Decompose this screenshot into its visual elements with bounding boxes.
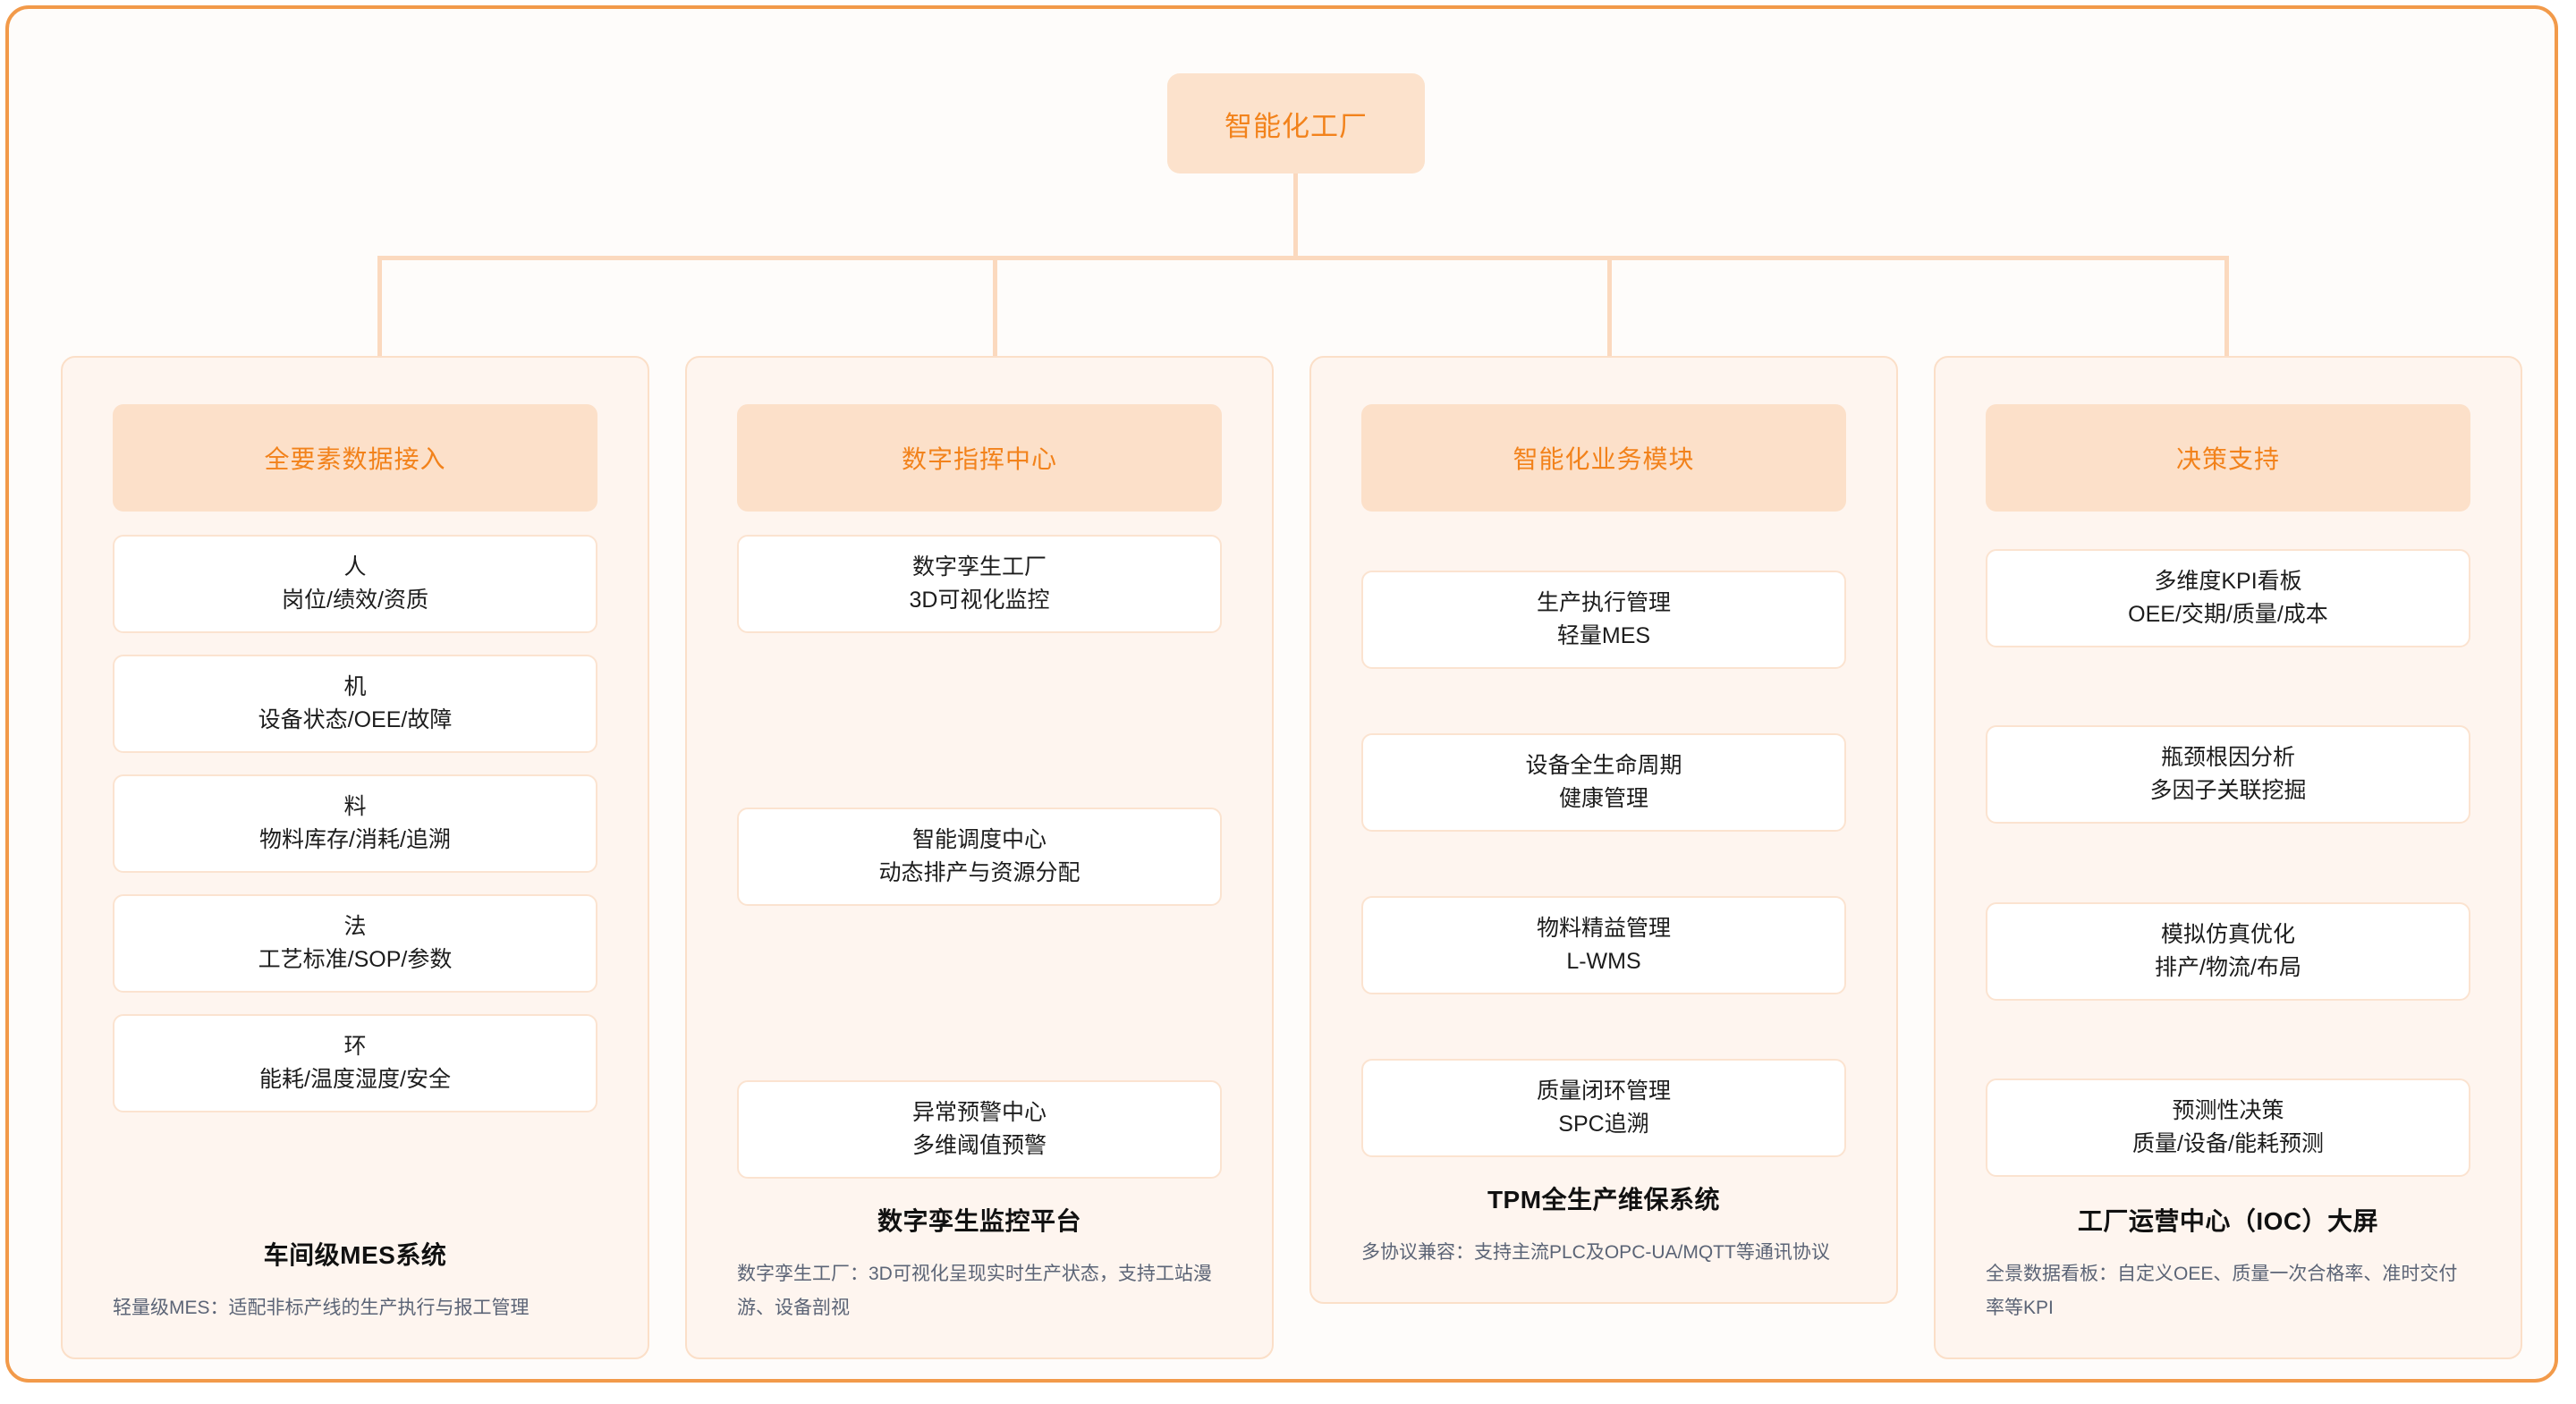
item-line-secondary: 设备状态/OEE/故障 [258,707,453,732]
item-card[interactable]: 预测性决策 质量/设备/能耗预测 [1986,1078,2470,1177]
item-line-primary: 环 [343,1034,367,1059]
column-footer-title: 车间级MES系统 [263,1241,447,1269]
item-line-secondary: 物料库存/消耗/追溯 [259,827,451,852]
item-line-secondary: 质量/设备/能耗预测 [2132,1130,2324,1156]
item-line-secondary: 3D可视化监控 [909,588,1050,613]
columns-container: 全要素数据接入 人 岗位/绩效/资质 机 设备状态/OEE/故障 料 物料库存/… [9,356,2555,1366]
item-card[interactable]: 法 工艺标准/SOP/参数 [113,894,597,993]
item-card[interactable]: 瓶颈根因分析 多因子关联挖掘 [1986,725,2470,825]
item-line-secondary: OEE/交期/质量/成本 [2128,602,2328,627]
connector-horizontal-bus [377,256,2229,260]
column-footer-2: TPM全生产维保系统 多协议兼容：支持主流PLC及OPC-UA/MQTT等通讯协… [1361,1164,1846,1302]
item-line-primary: 多维度KPI看板 [2154,569,2302,594]
diagram-frame: 智能化工厂 全要素数据接入 人 岗位/绩效/资质 机 设备状态/OEE/故障 [5,5,2558,1383]
column-digital-command-center: 数字指挥中心 数字孪生工厂 3D可视化监控 智能调度中心 动态排产与资源分配 异… [685,356,1274,1359]
connector-drop-2 [993,258,997,358]
item-line-primary: 预测性决策 [2172,1097,2284,1123]
item-line-secondary: 工艺标准/SOP/参数 [258,947,453,972]
connector-root-stem [1293,173,1298,258]
item-line-secondary: 排产/物流/布局 [2155,954,2301,980]
item-line-secondary: 健康管理 [1558,786,1648,811]
column-header-label-2: 智能化业务模块 [1513,445,1695,473]
item-line-primary: 智能调度中心 [911,827,1046,852]
item-line-primary: 人 [343,554,367,579]
column-footer-0: 车间级MES系统 轻量级MES：适配非标产线的生产执行与报工管理 [113,1220,597,1357]
item-line-secondary: 能耗/温度湿度/安全 [259,1067,451,1092]
item-card[interactable]: 生产执行管理 轻量MES [1361,571,1846,669]
column-header-label-1: 数字指挥中心 [901,445,1057,473]
column-header-label-3: 决策支持 [2175,445,2280,473]
item-line-primary: 数字孪生工厂 [911,554,1046,579]
column-footer-desc: 全景数据看板：自定义OEE、质量一次合格率、准时交付率等KPI [1986,1264,2458,1318]
column-footer-desc: 数字孪生工厂：3D可视化呈现实时生产状态，支持工站漫游、设备剖视 [737,1264,1212,1318]
column-intelligent-business-modules: 智能化业务模块 生产执行管理 轻量MES 设备全生命周期 健康管理 物料精益管理… [1309,356,1898,1304]
column-header-2[interactable]: 智能化业务模块 [1361,404,1846,512]
item-card[interactable]: 模拟仿真优化 排产/物流/布局 [1986,901,2470,1001]
column-items-2: 生产执行管理 轻量MES 设备全生命周期 健康管理 物料精益管理 L-WMS 质… [1361,512,1846,1164]
item-card[interactable]: 设备全生命周期 健康管理 [1361,733,1846,832]
column-items-0: 人 岗位/绩效/资质 机 设备状态/OEE/故障 料 物料库存/消耗/追溯 法 … [113,512,597,1220]
column-header-3[interactable]: 决策支持 [1986,404,2470,512]
item-line-secondary: 岗位/绩效/资质 [282,588,428,613]
item-line-primary: 质量闭环管理 [1536,1078,1671,1104]
item-line-primary: 法 [343,914,367,939]
item-card[interactable]: 异常预警中心 多维阈值预警 [737,1080,1222,1179]
column-footer-title: 工厂运营中心（IOC）大屏 [2077,1207,2379,1235]
item-card[interactable]: 多维度KPI看板 OEE/交期/质量/成本 [1986,549,2470,647]
item-line-secondary: 轻量MES [1556,623,1651,648]
item-line-primary: 生产执行管理 [1536,590,1671,615]
column-footer-1: 数字孪生监控平台 数字孪生工厂：3D可视化呈现实时生产状态，支持工站漫游、设备剖… [737,1186,1222,1357]
item-card[interactable]: 智能调度中心 动态排产与资源分配 [737,808,1222,906]
column-footer-desc: 轻量级MES：适配非标产线的生产执行与报工管理 [113,1298,530,1318]
item-card[interactable]: 机 设备状态/OEE/故障 [113,655,597,753]
item-line-primary: 料 [343,794,367,819]
column-data-access: 全要素数据接入 人 岗位/绩效/资质 机 设备状态/OEE/故障 料 物料库存/… [61,356,649,1359]
column-footer-title: TPM全生产维保系统 [1487,1186,1721,1214]
column-items-3: 多维度KPI看板 OEE/交期/质量/成本 瓶颈根因分析 多因子关联挖掘 模拟仿… [1986,512,2470,1186]
item-line-primary: 瓶颈根因分析 [2160,745,2295,771]
item-line-secondary: 多维阈值预警 [911,1133,1046,1158]
item-card[interactable]: 人 岗位/绩效/资质 [113,535,597,633]
column-decision-support: 决策支持 多维度KPI看板 OEE/交期/质量/成本 瓶颈根因分析 多因子关联挖… [1934,356,2522,1359]
column-header-1[interactable]: 数字指挥中心 [737,404,1222,512]
item-card[interactable]: 料 物料库存/消耗/追溯 [113,774,597,873]
connector-drop-1 [377,258,382,358]
column-header-label-0: 全要素数据接入 [264,445,446,473]
connector-drop-4 [2224,258,2229,358]
item-line-primary: 物料精益管理 [1536,916,1671,941]
connector-drop-3 [1607,258,1612,358]
item-card[interactable]: 质量闭环管理 SPC追溯 [1361,1059,1846,1157]
item-card[interactable]: 环 能耗/温度湿度/安全 [113,1014,597,1112]
item-line-secondary: 多因子关联挖掘 [2149,778,2307,804]
item-line-secondary: L-WMS [1566,949,1641,974]
item-line-primary: 机 [343,674,367,699]
column-footer-3: 工厂运营中心（IOC）大屏 全景数据看板：自定义OEE、质量一次合格率、准时交付… [1986,1186,2470,1357]
item-line-primary: 模拟仿真优化 [2160,921,2295,947]
column-footer-title: 数字孪生监控平台 [877,1207,1081,1235]
item-card[interactable]: 数字孪生工厂 3D可视化监控 [737,535,1222,633]
root-node-label: 智能化工厂 [1224,110,1368,142]
column-header-0[interactable]: 全要素数据接入 [113,404,597,512]
item-line-primary: 设备全生命周期 [1525,753,1682,778]
item-card[interactable]: 物料精益管理 L-WMS [1361,896,1846,994]
item-line-secondary: 动态排产与资源分配 [878,860,1080,885]
column-items-1: 数字孪生工厂 3D可视化监控 智能调度中心 动态排产与资源分配 异常预警中心 多… [737,512,1222,1186]
column-footer-desc: 多协议兼容：支持主流PLC及OPC-UA/MQTT等通讯协议 [1361,1242,1830,1263]
item-line-primary: 异常预警中心 [911,1100,1046,1125]
root-node[interactable]: 智能化工厂 [1167,73,1425,173]
item-line-secondary: SPC追溯 [1558,1112,1649,1137]
